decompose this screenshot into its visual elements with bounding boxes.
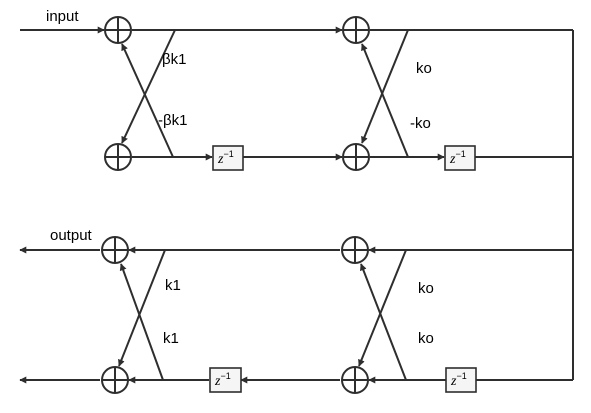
sum-node-mid-2: [342, 143, 370, 171]
cross-lower-up-stage1: [119, 263, 164, 381]
cross-up-stage1: [121, 43, 174, 158]
svg-text:z−1: z−1: [450, 371, 467, 389]
cross-down-stage2: [361, 29, 409, 144]
sum-node-out-2: [341, 236, 369, 264]
coef-ko-top: ko: [416, 60, 432, 77]
coef-ko-b: ko: [418, 330, 434, 347]
cross-down-stage1: [121, 29, 176, 144]
coef-k1-b: k1: [163, 330, 179, 347]
cross-lower-down-stage1: [118, 249, 166, 367]
delay-block-upper-1: z−1: [212, 145, 244, 171]
delay-base: z: [217, 152, 224, 167]
svg-text:z−1: z−1: [214, 371, 231, 389]
delay-block-lower-2: z−1: [445, 367, 477, 393]
svg-text:z−1: z−1: [449, 149, 466, 167]
delay-exponent: −1: [223, 149, 233, 159]
coef-neg-beta-k1: -βk1: [158, 112, 187, 129]
delay-base: z: [450, 374, 457, 389]
coef-neg-ko-top: -ko: [410, 115, 431, 132]
delay-base: z: [449, 152, 456, 167]
delay-base: z: [214, 374, 221, 389]
sum-node-top-2: [342, 16, 370, 44]
sum-node-out-1: [101, 236, 129, 264]
cross-lower-down-stage2: [358, 249, 407, 367]
output-label: output: [50, 227, 93, 244]
sum-node-bottom-2: [341, 366, 369, 394]
input-label: input: [46, 8, 79, 25]
sum-node-bottom-1: [101, 366, 129, 394]
sum-node-top-1: [104, 16, 132, 44]
delay-block-upper-2: z−1: [444, 145, 476, 171]
sum-node-mid-1: [104, 143, 132, 171]
delay-exponent: −1: [220, 371, 230, 381]
delay-exponent: −1: [455, 149, 465, 159]
cross-up-stage2: [361, 43, 409, 158]
delay-block-lower-1: z−1: [209, 367, 242, 393]
coef-beta-k1: βk1: [162, 51, 186, 68]
delay-exponent: −1: [456, 371, 466, 381]
svg-text:z−1: z−1: [217, 149, 234, 167]
cross-lower-up-stage2: [360, 263, 407, 381]
coef-ko-a: ko: [418, 280, 434, 297]
coef-k1-a: k1: [165, 277, 181, 294]
